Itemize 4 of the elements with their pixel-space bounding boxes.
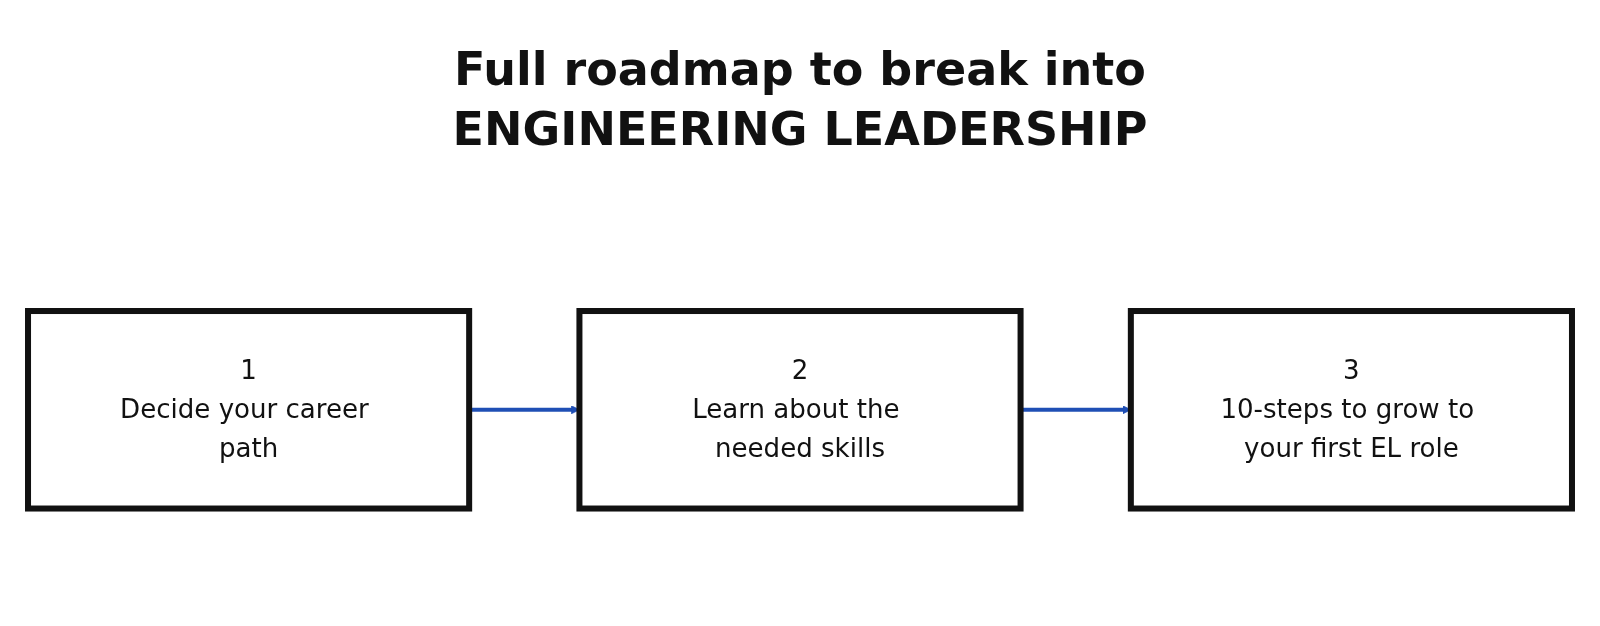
- node-box: 2 Learn about the needed skills: [576, 308, 1024, 512]
- node-box: 3 10-steps to grow to your first EL role: [1127, 308, 1575, 512]
- node-box: 1 Decide your career path: [25, 308, 473, 512]
- title: Full roadmap to break into ENGINEERING LEADERSHIP: [451, 41, 1149, 158]
